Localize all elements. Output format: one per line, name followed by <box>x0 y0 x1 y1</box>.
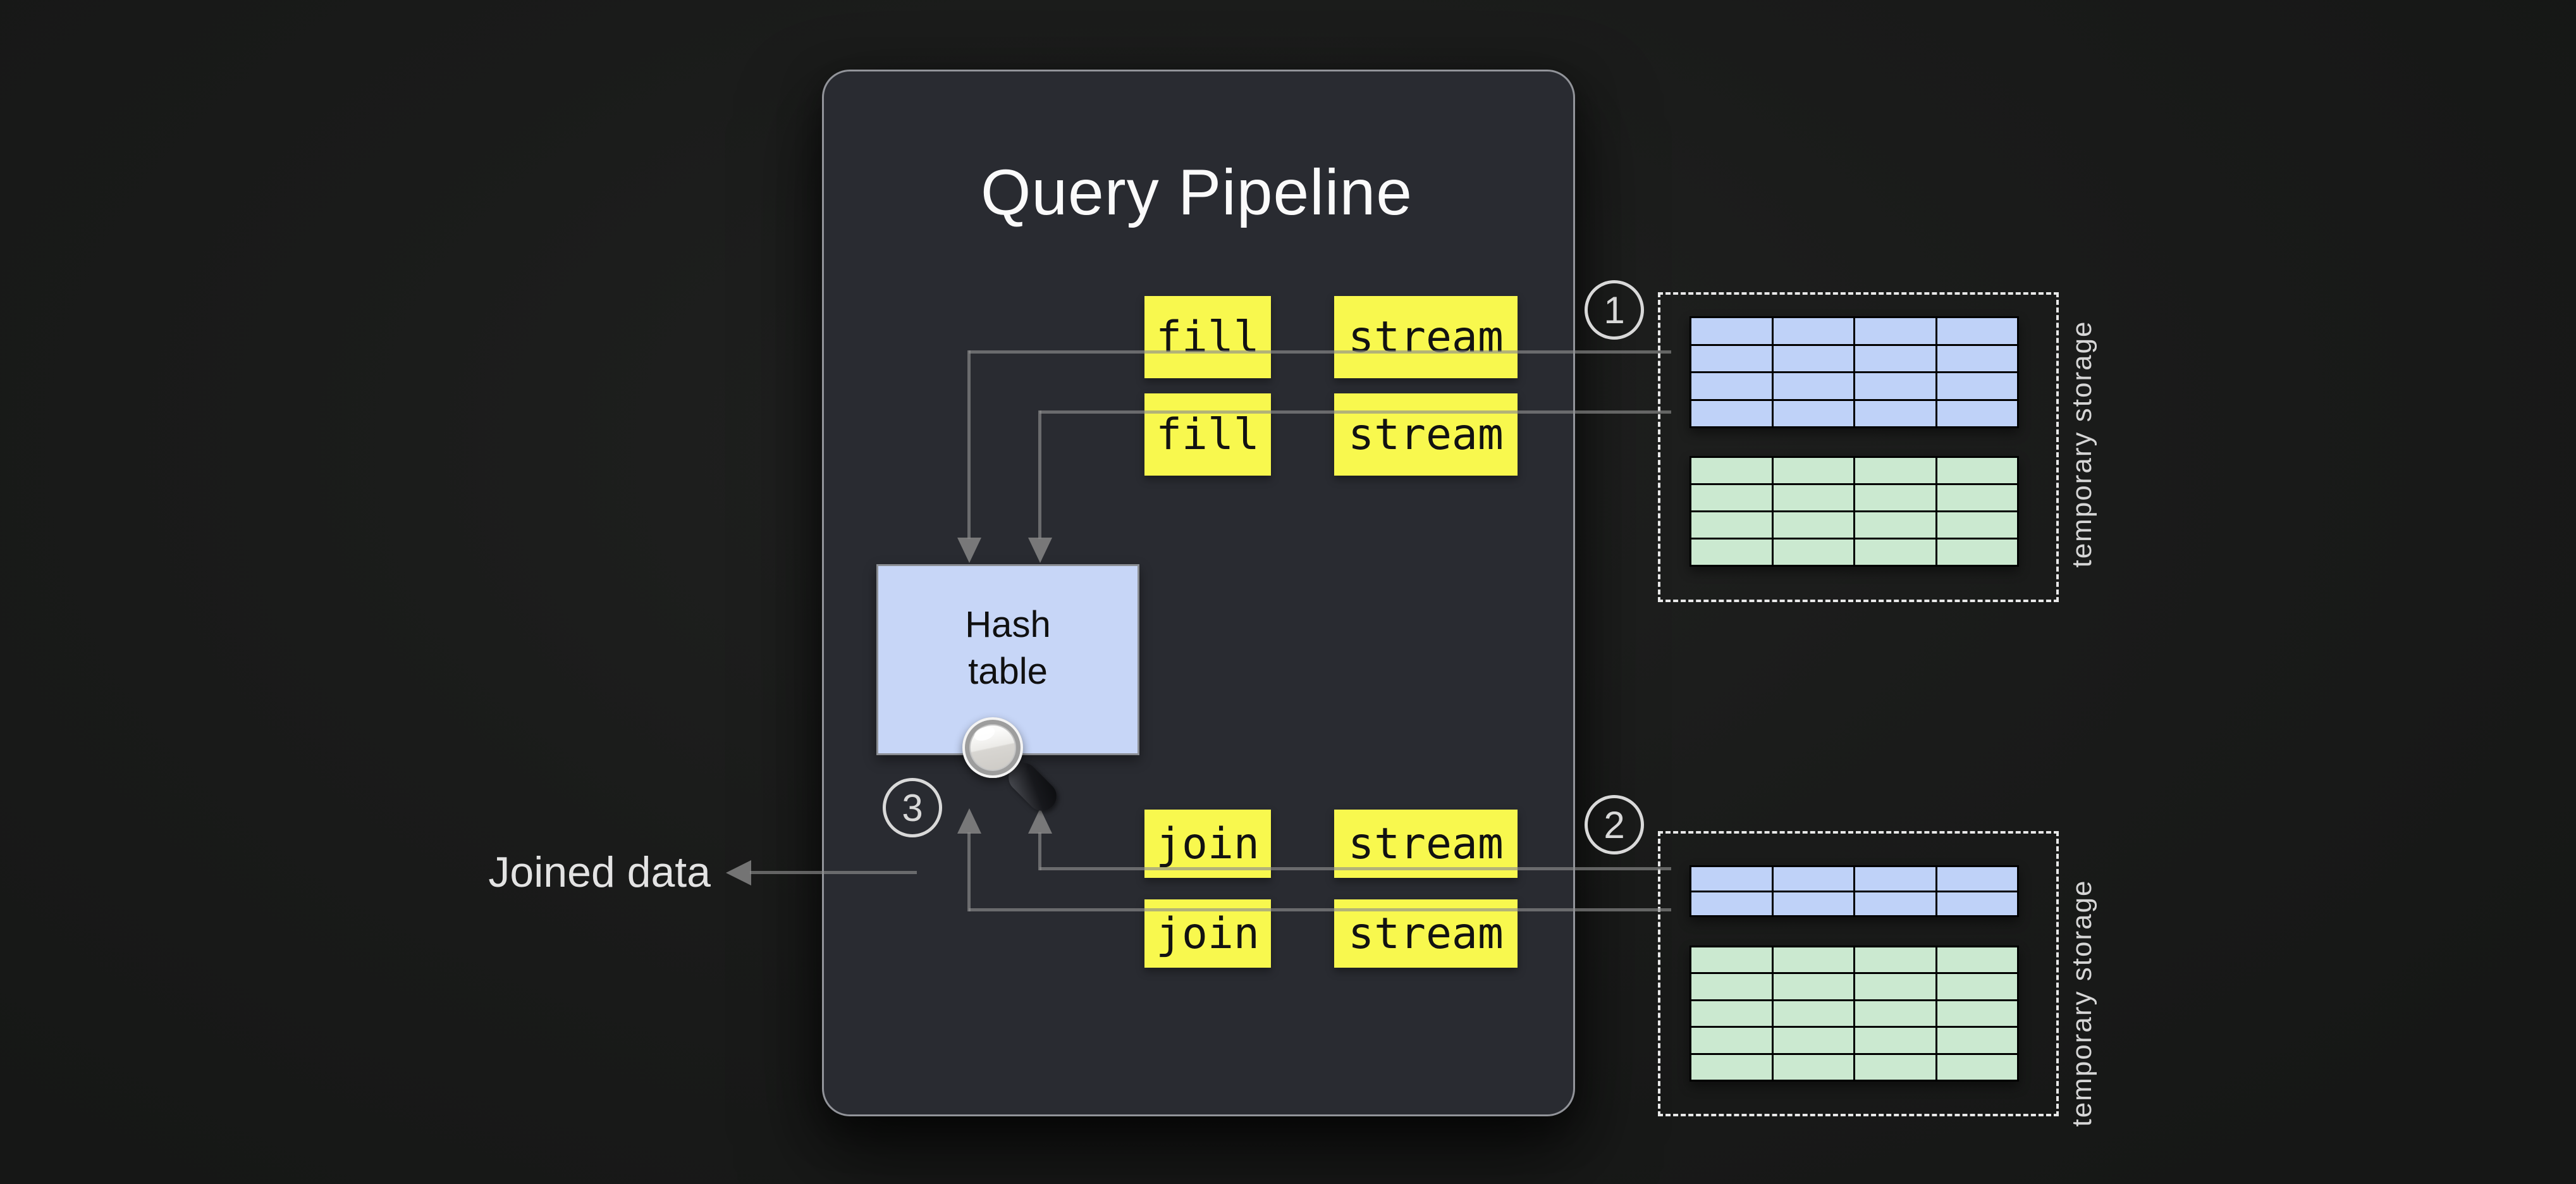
storage-table-cell <box>1937 867 2017 891</box>
step-marker-1: 1 <box>1585 280 1644 340</box>
arrow-line-fill1-vertical <box>967 350 971 539</box>
storage-table-cell <box>1937 540 2017 565</box>
temporary-storage-box-2 <box>1658 831 2059 1116</box>
arrow-up-icon <box>1028 808 1052 834</box>
storage-table-cell <box>1937 485 2017 510</box>
hash-table-label: Hash table <box>965 604 1051 693</box>
arrow-line-joined-data <box>750 871 917 874</box>
storage-table-cell <box>1691 345 1772 371</box>
operator-stream-2: stream <box>1334 393 1518 476</box>
arrow-line-join2-vertical <box>967 832 971 911</box>
storage-table-cell <box>1937 458 2017 483</box>
storage-table-cell <box>1691 485 1772 510</box>
storage-table-cell <box>1691 458 1772 483</box>
storage-table-cell <box>1855 400 1935 426</box>
magnifying-glass-lens <box>962 717 1023 778</box>
storage-table-cell <box>1855 1028 1935 1053</box>
storage-table-cell <box>1855 540 1935 565</box>
operator-stream-1: stream <box>1334 296 1518 378</box>
storage-table-cell <box>1691 400 1772 426</box>
storage-table-cell <box>1855 458 1935 483</box>
arrow-down-icon <box>1028 538 1052 563</box>
storage-table-cell <box>1691 1028 1772 1053</box>
storage-table-cell <box>1691 540 1772 565</box>
storage-table-cell <box>1855 373 1935 399</box>
storage-table-cell <box>1937 400 2017 426</box>
storage-table-cell <box>1773 512 1853 538</box>
temporary-storage-label-1: temporary storage <box>2066 320 2097 568</box>
storage-table-cell <box>1691 373 1772 399</box>
storage-table-cell <box>1855 1001 1935 1027</box>
storage-table-cell <box>1773 318 1853 344</box>
step-marker-3: 3 <box>883 778 942 837</box>
storage-table-cell <box>1691 1054 1772 1080</box>
storage-table-cell <box>1855 947 1935 973</box>
arrow-line-join1-vertical <box>1038 832 1041 870</box>
arrow-line-join1-horizontal <box>1040 867 1671 870</box>
page-title: Query Pipeline <box>980 156 1413 228</box>
storage-table-cell <box>1773 540 1853 565</box>
storage-table-cell <box>1855 512 1935 538</box>
storage-table-cell <box>1773 345 1853 371</box>
storage-table-green-2 <box>1690 946 2019 1082</box>
storage-table-cell <box>1773 1054 1853 1080</box>
storage-table-cell <box>1691 974 1772 999</box>
arrow-line-fill1-horizontal <box>969 350 1671 354</box>
storage-table-cell <box>1855 892 1935 915</box>
storage-table-cell <box>1691 1001 1772 1027</box>
storage-table-blue-1 <box>1690 316 2019 428</box>
storage-table-cell <box>1773 373 1853 399</box>
storage-table-cell <box>1691 947 1772 973</box>
storage-table-cell <box>1937 345 2017 371</box>
operator-join-1: join <box>1144 810 1271 878</box>
storage-table-green-1 <box>1690 456 2019 567</box>
storage-table-cell <box>1773 867 1853 891</box>
storage-table-cell <box>1773 485 1853 510</box>
storage-table-cell <box>1773 400 1853 426</box>
storage-table-cell <box>1937 512 2017 538</box>
storage-table-cell <box>1773 1028 1853 1053</box>
storage-table-cell <box>1937 1054 2017 1080</box>
storage-table-cell <box>1937 892 2017 915</box>
storage-table-cell <box>1691 318 1772 344</box>
storage-table-cell <box>1937 1001 2017 1027</box>
storage-table-cell <box>1691 867 1772 891</box>
storage-table-cell <box>1691 892 1772 915</box>
storage-table-cell <box>1937 318 2017 344</box>
temporary-storage-label-2: temporary storage <box>2066 879 2097 1127</box>
storage-table-cell <box>1855 318 1935 344</box>
operator-stream-3: stream <box>1334 810 1518 878</box>
storage-table-cell <box>1937 947 2017 973</box>
step-marker-2: 2 <box>1585 795 1644 854</box>
storage-table-cell <box>1773 1001 1853 1027</box>
storage-table-cell <box>1855 485 1935 510</box>
temporary-storage-box-1 <box>1658 292 2059 602</box>
storage-table-cell <box>1937 373 2017 399</box>
storage-table-cell <box>1855 867 1935 891</box>
storage-table-cell <box>1855 974 1935 999</box>
arrow-line-fill2-horizontal <box>1040 410 1671 414</box>
arrow-up-icon <box>957 808 981 834</box>
storage-table-blue-2 <box>1690 865 2019 917</box>
storage-table-cell <box>1773 974 1853 999</box>
storage-table-cell <box>1773 947 1853 973</box>
storage-table-cell <box>1691 512 1772 538</box>
arrow-line-fill2-vertical <box>1038 410 1041 539</box>
storage-table-cell <box>1773 458 1853 483</box>
joined-data-label: Joined data <box>488 848 711 896</box>
storage-table-cell <box>1855 345 1935 371</box>
arrow-down-icon <box>957 538 981 563</box>
operator-fill-2: fill <box>1144 393 1271 476</box>
arrow-line-join2-horizontal <box>969 908 1671 911</box>
storage-table-cell <box>1937 974 2017 999</box>
storage-table-cell <box>1855 1054 1935 1080</box>
arrow-left-icon <box>726 860 751 885</box>
operator-fill-1: fill <box>1144 296 1271 378</box>
storage-table-cell <box>1773 892 1853 915</box>
storage-table-cell <box>1937 1028 2017 1053</box>
